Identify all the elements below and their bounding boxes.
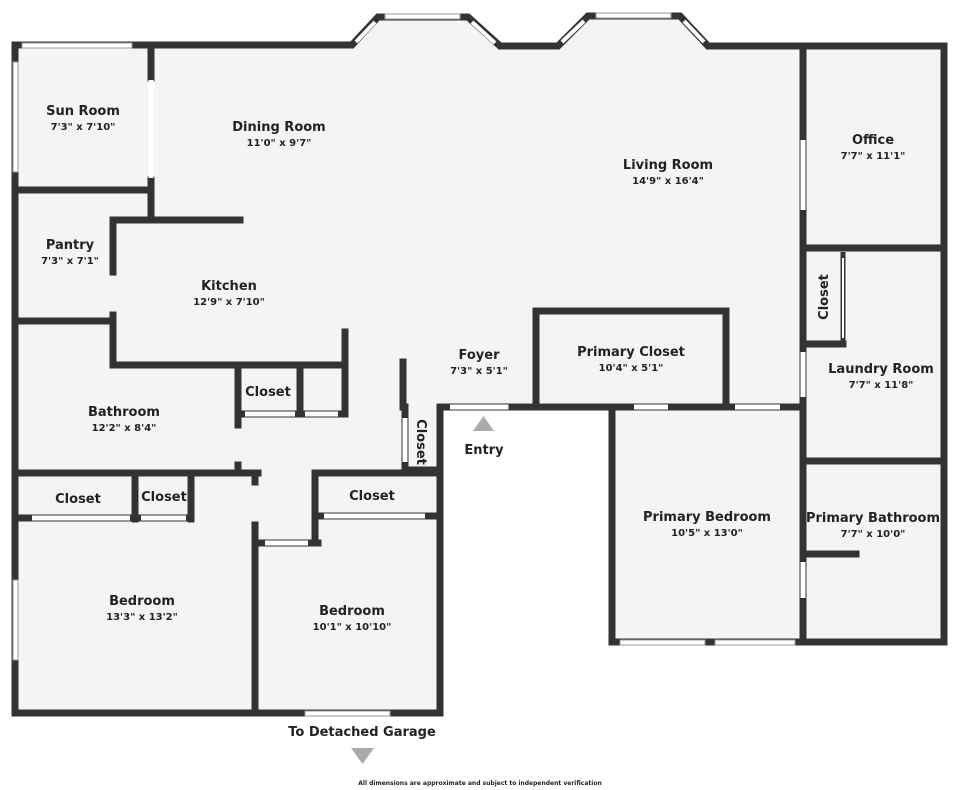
bedroom2-closet-label: Closet (349, 489, 395, 504)
garage-arrow-icon (351, 748, 374, 764)
svg-text:Primary Bedroom: Primary Bedroom (643, 510, 771, 525)
svg-text:Sun Room: Sun Room (46, 104, 120, 119)
room-office: Office 7'7" x 11'1" (841, 133, 906, 162)
svg-text:Living Room: Living Room (623, 158, 713, 173)
svg-text:7'3" x 7'10": 7'3" x 7'10" (51, 122, 116, 133)
room-primary-closet: Primary Closet 10'4" x 5'1" (577, 345, 685, 374)
svg-text:Primary Closet: Primary Closet (577, 345, 685, 360)
svg-text:Dining Room: Dining Room (232, 120, 325, 135)
svg-text:13'3" x 13'2": 13'3" x 13'2" (106, 612, 178, 623)
svg-text:Office: Office (852, 133, 894, 148)
room-primary-bedroom: Primary Bedroom 10'5" x 13'0" (643, 510, 771, 539)
svg-text:10'1" x 10'10": 10'1" x 10'10" (313, 622, 392, 633)
room-living-room: Living Room 14'9" x 16'4" (623, 158, 713, 187)
windows (12, 12, 796, 717)
room-pantry: Pantry 7'3" x 7'1" (41, 238, 99, 267)
room-kitchen: Kitchen 12'9" x 7'10" (193, 279, 265, 308)
garage-label: To Detached Garage (288, 725, 436, 740)
room-foyer: Foyer 7'3" x 5'1" (450, 348, 508, 377)
room-bathroom: Bathroom 12'2" x 8'4" (88, 405, 160, 434)
svg-text:Laundry Room: Laundry Room (828, 362, 934, 377)
svg-text:10'5" x 13'0": 10'5" x 13'0" (671, 528, 743, 539)
svg-text:Pantry: Pantry (46, 238, 95, 253)
bedroom1-closet-b-label: Closet (141, 490, 187, 505)
svg-text:14'9" x 16'4": 14'9" x 16'4" (632, 176, 704, 187)
office-closet-label: Closet (817, 274, 832, 320)
kitchen-closet-label: Closet (245, 385, 291, 400)
svg-text:Bedroom: Bedroom (109, 594, 175, 609)
room-laundry-room: Laundry Room 7'7" x 11'8" (828, 362, 934, 391)
room-sun-room: Sun Room 7'3" x 7'10" (46, 104, 120, 133)
svg-text:7'3" x 7'1": 7'3" x 7'1" (41, 256, 99, 267)
svg-text:7'3" x 5'1": 7'3" x 5'1" (450, 366, 508, 377)
foyer-closet-label: Closet (413, 419, 428, 465)
room-dining-room: Dining Room 11'0" x 9'7" (232, 120, 325, 149)
svg-text:11'0" x 9'7": 11'0" x 9'7" (247, 138, 312, 149)
svg-text:12'2" x 8'4": 12'2" x 8'4" (92, 423, 157, 434)
floor-area (15, 16, 944, 713)
room-primary-bathroom: Primary Bathroom 7'7" x 10'0" (806, 511, 940, 540)
svg-text:7'7" x 11'1": 7'7" x 11'1" (841, 151, 906, 162)
svg-text:Foyer: Foyer (459, 348, 501, 363)
room-bedroom-1: Bedroom 13'3" x 13'2" (106, 594, 178, 623)
room-bedroom-2: Bedroom 10'1" x 10'10" (313, 604, 392, 633)
entry-arrow-icon (473, 416, 494, 431)
svg-text:Kitchen: Kitchen (201, 279, 257, 294)
disclaimer: All dimensions are approximate and subje… (358, 780, 601, 787)
svg-text:Primary Bathroom: Primary Bathroom (806, 511, 940, 526)
svg-text:7'7" x 11'8": 7'7" x 11'8" (849, 380, 914, 391)
entry-label: Entry (464, 443, 504, 458)
svg-text:Bedroom: Bedroom (319, 604, 385, 619)
svg-text:12'9" x 7'10": 12'9" x 7'10" (193, 297, 265, 308)
svg-text:10'4" x 5'1": 10'4" x 5'1" (599, 363, 664, 374)
bedroom1-closet-a-label: Closet (55, 492, 101, 507)
svg-text:Bathroom: Bathroom (88, 405, 160, 420)
svg-text:7'7" x 10'0": 7'7" x 10'0" (841, 529, 906, 540)
interior-walls (11, 41, 948, 717)
